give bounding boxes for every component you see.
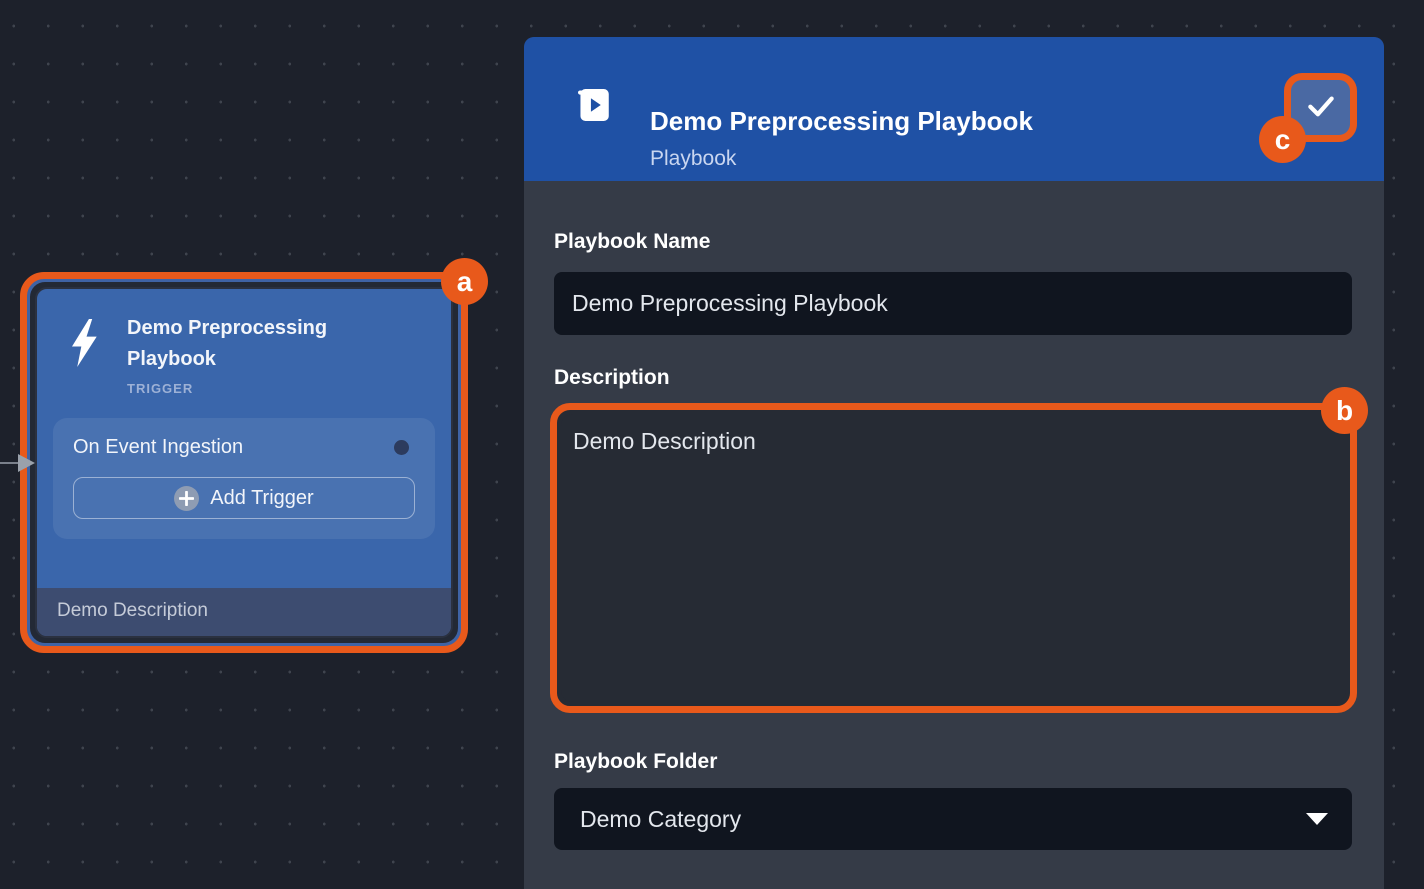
caret-down-icon xyxy=(1306,813,1328,825)
trigger-list-item[interactable]: On Event Ingestion xyxy=(73,436,415,459)
folder-selected-value: Demo Category xyxy=(580,805,742,832)
trigger-node-highlight: Demo Preprocessing Playbook TRIGGER On E… xyxy=(20,272,468,653)
description-label: Description xyxy=(554,366,670,389)
playbook-name-input[interactable] xyxy=(554,272,1352,335)
trigger-list-panel: On Event Ingestion Add Trigger xyxy=(53,418,435,539)
lightning-bolt-icon xyxy=(67,313,101,372)
playbook-folder-select[interactable]: Demo Category xyxy=(554,788,1352,850)
playbook-name-label: Playbook Name xyxy=(554,230,711,253)
node-title: Demo Preprocessing Playbook xyxy=(127,317,328,370)
add-trigger-button[interactable]: Add Trigger xyxy=(73,477,415,519)
node-type-label: TRIGGER xyxy=(127,381,194,396)
trigger-status-dot xyxy=(394,440,409,455)
annotation-badge-c: c xyxy=(1259,116,1306,163)
edge-arrowhead-icon xyxy=(18,454,35,472)
panel-title: Demo Preprocessing Playbook xyxy=(650,106,1033,136)
trigger-node-border: Demo Preprocessing Playbook TRIGGER On E… xyxy=(30,282,458,643)
description-textarea[interactable]: Demo Description xyxy=(561,414,1346,702)
panel-subtitle: Playbook xyxy=(650,147,737,170)
add-trigger-label: Add Trigger xyxy=(210,486,314,509)
description-highlight: Demo Description xyxy=(550,403,1357,713)
playbook-properties-panel: Demo Preprocessing Playbook Playbook Pla… xyxy=(524,37,1384,889)
edge-connector-line xyxy=(0,462,22,464)
check-icon xyxy=(1304,89,1338,126)
trigger-item-label: On Event Ingestion xyxy=(73,436,244,458)
trigger-node-card[interactable]: Demo Preprocessing Playbook TRIGGER On E… xyxy=(35,287,453,638)
playbook-folder-label: Playbook Folder xyxy=(554,750,718,773)
playbook-book-icon xyxy=(578,84,610,131)
plus-icon xyxy=(174,485,200,511)
panel-header: Demo Preprocessing Playbook Playbook xyxy=(524,37,1384,181)
node-description-strip: Demo Description xyxy=(37,588,451,636)
annotation-badge-b: b xyxy=(1321,387,1368,434)
annotation-badge-a: a xyxy=(441,258,488,305)
